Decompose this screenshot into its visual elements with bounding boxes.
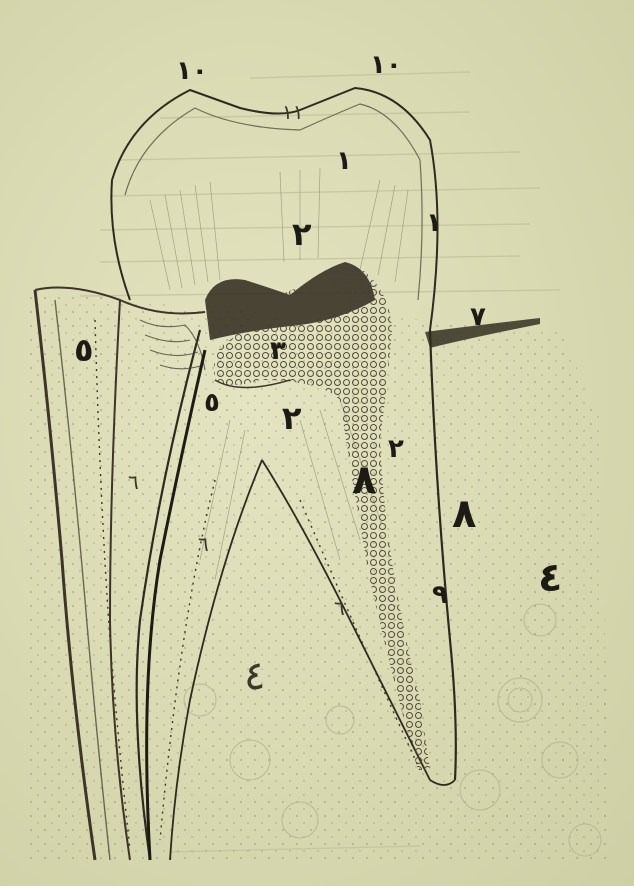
label-2-crown: ٢ <box>292 218 312 250</box>
label-11: ١١ <box>282 102 303 122</box>
label-9-right: ٩ <box>432 582 448 608</box>
label-6-left: ٦ <box>128 472 139 492</box>
label-8-right: ٨ <box>452 494 476 534</box>
label-1-crown: ١ <box>336 148 352 174</box>
label-2-root: ٢ <box>388 436 404 462</box>
label-7: ٧ <box>470 304 486 330</box>
label-1-0-right: ١٠ <box>370 52 402 78</box>
label-4-right: ٤ <box>538 558 562 598</box>
label-5-left: ٥ <box>74 334 94 366</box>
label-6-mid: ٦ <box>198 534 209 554</box>
label-4-bottom: ٤ <box>244 656 265 696</box>
label-3-pulp: ٣ <box>270 338 286 364</box>
label-6-right: ٦ <box>334 598 345 618</box>
label-5-mid: ٥ <box>204 390 220 416</box>
label-1-side: ١ <box>426 210 442 236</box>
label-1-0-left: ١٠ <box>176 58 208 84</box>
label-8-mid: ٨ <box>352 460 376 500</box>
label-2-pulp: ٢ <box>282 402 302 434</box>
